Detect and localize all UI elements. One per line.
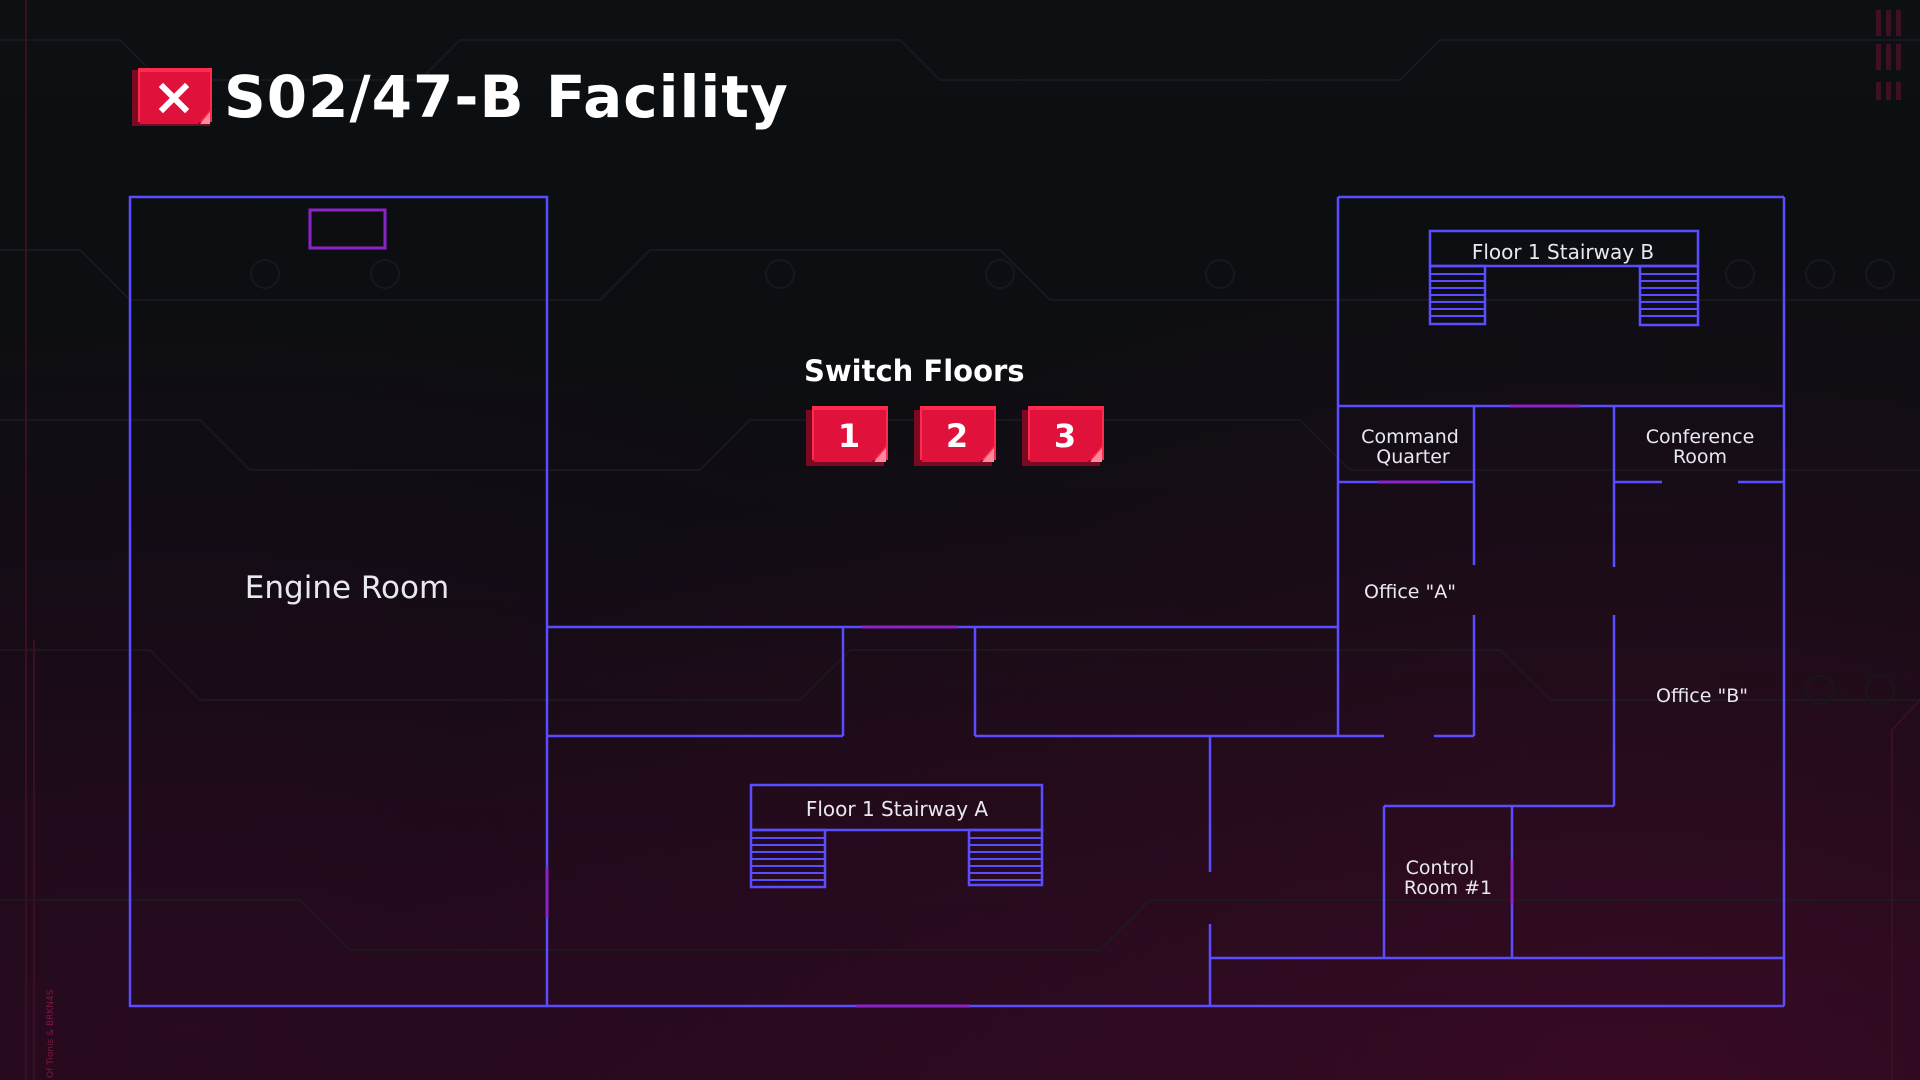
stairway-b-label: Floor 1 Stairway B (1472, 240, 1654, 264)
command-quarter-label-line1: Command (1361, 426, 1459, 448)
floor-plan-doors (545, 404, 1580, 1008)
floor-button-frame-icon (914, 406, 996, 466)
engine-room-label: Engine Room (245, 570, 449, 606)
control-room-label-line2: Room #1 (1404, 877, 1492, 899)
close-button[interactable] (130, 66, 214, 130)
stairway-a-label: Floor 1 Stairway A (806, 797, 989, 821)
floor-button-frame-icon (806, 406, 888, 466)
floor-3-button[interactable]: 3 (1020, 404, 1106, 468)
floor-1-label: 1 (837, 417, 861, 455)
conference-room-label-line2: Room (1673, 446, 1727, 468)
floor-button-frame-icon (1022, 406, 1104, 466)
stairway-a[interactable] (749, 783, 1044, 889)
floor-2-label: 2 (945, 417, 969, 455)
switch-floors-heading: Switch Floors (804, 354, 1025, 388)
office-b-label: Office "B" (1656, 685, 1748, 707)
page-title: S02/47-B Facility (224, 63, 789, 131)
conference-room-label-line1: Conference (1646, 426, 1755, 448)
floor-1-button[interactable]: 1 (804, 404, 890, 468)
side-decor-text: Of Tionis & BRKN4S (46, 989, 56, 1078)
control-room-label-line1: Control (1406, 857, 1475, 879)
office-a-label: Office "A" (1364, 581, 1456, 603)
command-quarter-label-line2: Quarter (1376, 446, 1450, 468)
stairway-b[interactable] (1428, 229, 1700, 327)
engine-room-hatch (308, 208, 387, 250)
close-x-icon (132, 68, 212, 126)
floor-3-label: 3 (1053, 417, 1077, 455)
floor-2-button[interactable]: 2 (912, 404, 998, 468)
